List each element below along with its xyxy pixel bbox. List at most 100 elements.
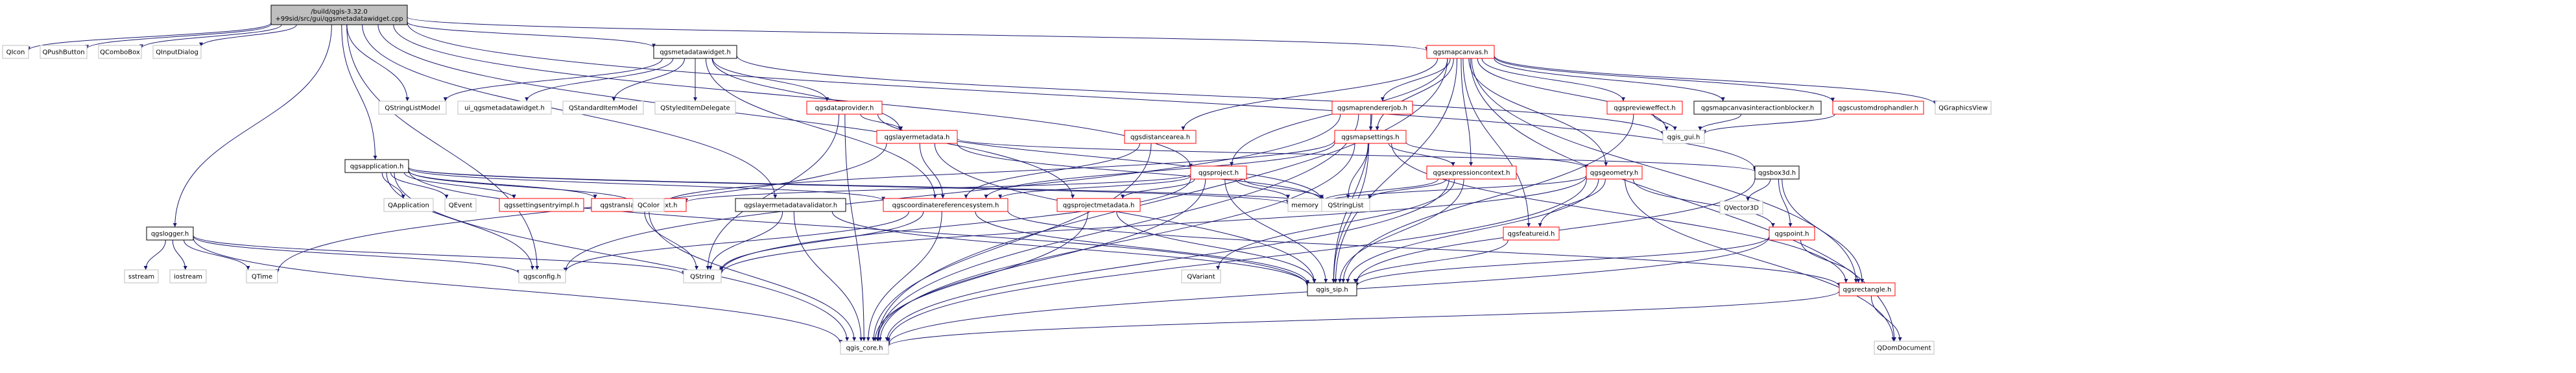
node-qgsrectangle[interactable]: qgsrectangle.h [1839,282,1896,296]
node-box [1606,101,1683,115]
node-box [1769,226,1815,241]
edge-qgscustomdrophandler-to-qgis_gui [1702,114,1835,134]
node-label: QIcon [6,49,25,56]
node-qgsgeometry[interactable]: qgsgeometry.h [1586,165,1643,180]
node-box [152,45,202,59]
node-qgslayermetadata[interactable]: qgslayermetadata.h [876,130,958,144]
edge-qgsproject-to-qgsprojectmetadata [1121,178,1195,199]
node-label: qgslayermetadata.h [885,134,950,141]
edge-qgsrectangle-to-qgis_core [887,291,1840,347]
node-qgsfeatureid[interactable]: qgsfeatureid.h [1503,226,1560,241]
node-box [270,5,408,25]
node-box [1124,130,1197,144]
node-sstream: sstream [124,269,159,283]
edge-root-to-qgslogger [173,24,332,228]
node-qgraphicsview: QGraphicsView [1935,101,1992,115]
node-qgsexpressioncontext[interactable]: qgsexpressioncontext.h [1426,165,1517,180]
node-box [1190,165,1247,180]
edge-qgsexpressioncontext-to-qvariant [1216,178,1455,271]
node-root[interactable]: /build/qgis-3.32.0+99sid/src/gui/qgsmeta… [270,5,408,25]
node-box [1331,101,1413,115]
node-qgsmapsettings[interactable]: qgsmapsettings.h [1334,130,1407,144]
node-label: QStringList [1328,202,1363,210]
node-box [246,269,278,283]
node-label: QApplication [388,202,429,210]
node-label: iostream [174,274,202,281]
edge-qgsmapcanvas-to-qgis_sip [1333,58,1458,283]
node-label: qgscustomdrophandler.h [1838,105,1918,112]
node-qgis_gui: qgis_gui.h [1662,130,1705,144]
nodes-layer: /build/qgis-3.32.0+99sid/src/gui/qgsmeta… [2,5,1992,355]
edge-qgsmapsettings-to-qstringlist [1346,143,1368,199]
edge-root-to-qstringlistmodel [346,24,410,102]
node-label: qgis_gui.h [1667,134,1700,141]
node-label: /build/qgis-3.32.0 [311,8,367,16]
edge-qgsproject-to-qgscoordinatereferencesystem [998,175,1191,199]
node-qgsdistancearea[interactable]: qgsdistancearea.h [1124,130,1197,144]
node-box [1334,130,1407,144]
edge-qgsmaprendererjob-to-qgsmapsettings [1368,114,1373,131]
node-label: qgsbox3d.h [1758,170,1796,177]
node-label: QStyledItemDelegate [660,105,730,112]
node-qgsmapcanvas[interactable]: qgsmapcanvas.h [1426,45,1495,59]
node-qtime: QTime [246,269,278,283]
edge-qgsapplication-to-qgsconfig [386,172,534,271]
node-qgsmapcanvasinteractionblocker[interactable]: qgsmapcanvasinteractionblocker.h [1693,101,1822,115]
node-qgslayermetadatavalidator[interactable]: qgslayermetadatavalidator.h [735,198,846,212]
node-box [1874,341,1935,355]
node-qgis_core: qgis_core.h [840,341,889,355]
node-label: qgsapplication.h [350,163,404,171]
node-label: qgspoint.h [1775,231,1809,238]
edge-qgsbox3d-to-qgspoint [1778,178,1793,228]
node-qgsprojectmetadata[interactable]: qgsprojectmetadata.h [1056,198,1141,212]
edge-qgsmapcanvas-to-qgsgeometry [1468,58,1608,167]
node-box [124,269,159,283]
edge-qgslayermetadata-to-qgis_sip [934,143,1317,283]
node-qgsmetadatawidget_h[interactable]: qgsmetadatawidget.h [653,45,737,59]
node-label: qgsrectangle.h [1843,287,1892,294]
node-box [883,198,1008,212]
node-box [518,269,566,283]
node-label: qgsmaprendererjob.h [1337,105,1407,112]
node-qinputdialog: QInputDialog [152,45,202,59]
edge-qgslayermetadatavalidator-to-qgis_core [793,211,863,342]
node-box [169,269,207,283]
edge-qgspreviewеffect-to-qgis_sip [1341,114,1634,283]
node-qgscoordinatereferencesystem[interactable]: qgscoordinatereferencesystem.h [883,198,1008,212]
node-qgspreviewеffect[interactable]: qgspreviewеffect.h [1606,101,1683,115]
edge-qgsapplication-to-qgis_core [394,172,850,342]
node-label: qgsdataprovider.h [815,105,874,112]
node-qgsdataprovider[interactable]: qgsdataprovider.h [806,101,883,115]
node-qgsmaprendererjob[interactable]: qgsmaprendererjob.h [1331,101,1413,115]
node-qgsbox3d[interactable]: qgsbox3d.h [1754,165,1800,180]
edge-qgsexpressioncontext-to-qgis_sip [1337,178,1464,283]
edge-qgsmapsettings-to-qcolor [662,140,1335,204]
node-label: qgsconfig.h [523,274,561,281]
node-label: +99sid/src/gui/qgsmetadatawidget.cpp [275,16,403,23]
edge-qgslayermetadata-to-qgscoordinatereferencesystem [919,143,945,199]
node-qgslogger[interactable]: qgslogger.h [146,226,194,241]
edge-qgscoordinatereferencesystem-to-qgsrectangle [1007,210,1841,287]
edge-qgsprojectmetadata-to-qgis_core [873,211,1089,342]
edge-qgsmapcanvas-to-qgis_gui [1477,58,1669,131]
node-label: QDomDocument [1877,345,1931,352]
node-qgsproject[interactable]: qgsproject.h [1190,165,1247,180]
node-qgis_sip[interactable]: qgis_sip.h [1307,282,1357,296]
node-memory: memory [1287,198,1322,212]
node-qgscustomdrophandler[interactable]: qgscustomdrophandler.h [1832,101,1924,115]
node-box [1839,282,1896,296]
node-qgspoint[interactable]: qgspoint.h [1769,226,1815,241]
node-label: QVector3D [1724,205,1759,212]
node-qgsapplication[interactable]: qgsapplication.h [344,159,409,173]
edge-qgsproject-to-memory [1235,178,1290,199]
node-box [40,45,88,59]
node-qgssettingsentryimpl[interactable]: qgssettingsentryimpl.h [499,198,584,212]
edge-qgsapplication-to-qapplication [381,172,405,199]
edges-layer [27,17,1937,347]
edge-qgsmapcanvas-to-qgsmaprendererjob [1380,58,1451,102]
node-qstandarditemmodel: QStandardItemModel [562,101,644,115]
node-box [654,101,736,115]
node-label: qgssettingsentryimpl.h [504,202,578,210]
edge-qgsapplication-to-qevent [390,172,449,199]
node-box [1426,45,1495,59]
